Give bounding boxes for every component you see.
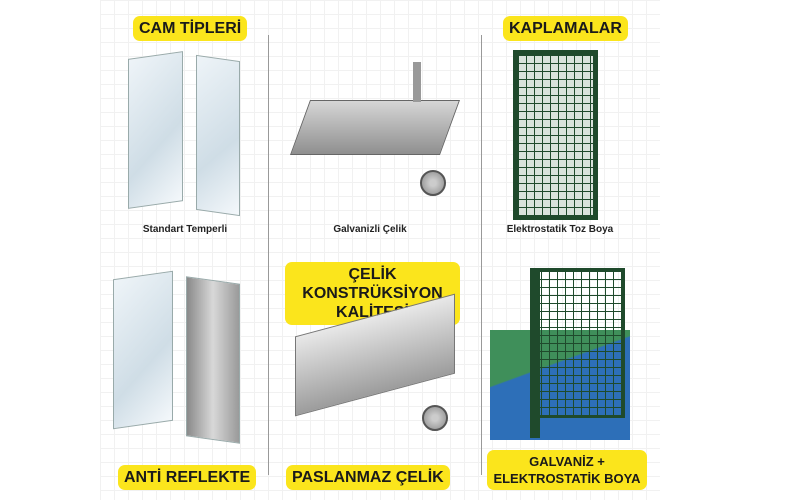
fence-mesh-image xyxy=(530,268,625,418)
magnifier-icon xyxy=(420,170,446,196)
glass-panel-image xyxy=(196,54,240,217)
green-mesh-panel-image xyxy=(513,50,598,220)
caption-galvanized-steel: Galvanizli Çelik xyxy=(333,224,407,235)
bolt-image xyxy=(413,62,421,102)
stainless-steel-label: PASLANMAZ ÇELİK xyxy=(286,465,450,490)
anti-reflective-glass-image xyxy=(113,270,173,430)
galvanized-electrostatic-paint-label: GALVANİZ + ELEKTROSTATİK BOYA xyxy=(487,450,647,490)
column-divider xyxy=(481,35,482,475)
glass-panel-image xyxy=(128,51,183,209)
anti-reflective-glass-image xyxy=(186,276,240,444)
anti-reflective-label: ANTİ REFLEKTE xyxy=(118,465,257,490)
caption-standard-tempered: Standart Temperli xyxy=(142,224,228,235)
coatings-label: KAPLAMALAR xyxy=(503,16,628,41)
fence-post-image xyxy=(530,268,540,438)
caption-electrostatic-powder-paint: Elektrostatik Toz Boya xyxy=(506,224,614,235)
galvanized-clamp-image xyxy=(289,100,461,155)
column-divider xyxy=(268,35,269,475)
glass-types-label: CAM TİPLERİ xyxy=(133,16,248,41)
magnifier-icon xyxy=(422,405,448,431)
